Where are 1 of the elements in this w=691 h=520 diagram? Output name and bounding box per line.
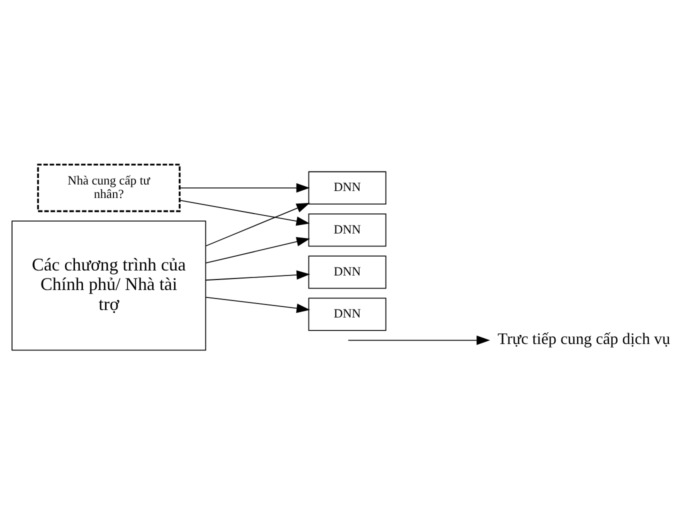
legend-label: Trực tiếp cung cấp dịch vụ [498, 330, 670, 348]
